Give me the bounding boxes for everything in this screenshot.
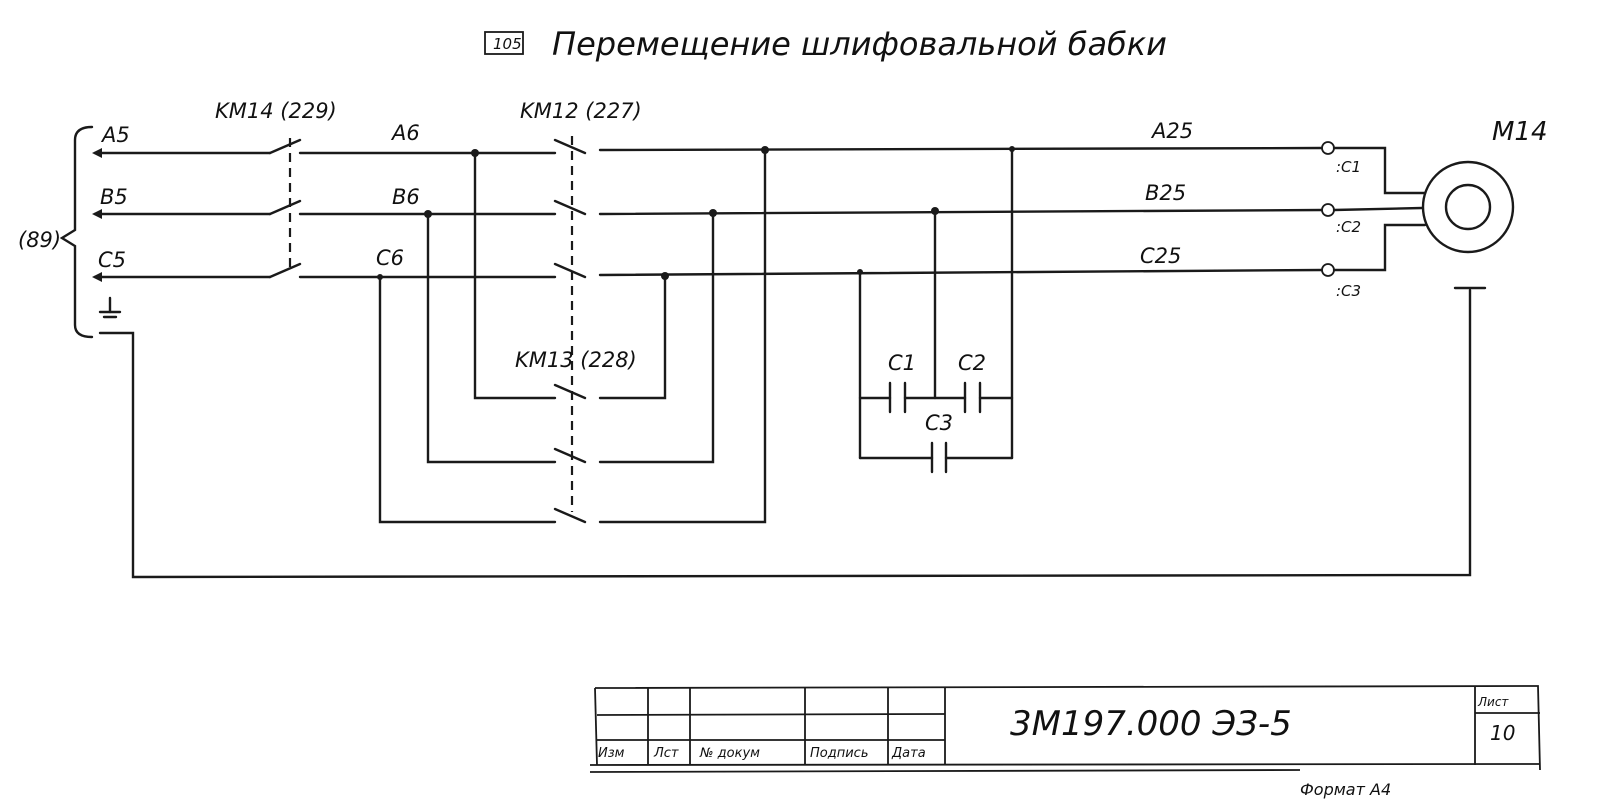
junction-dots [377,146,1015,280]
terminals [1321,141,1335,277]
label-a5: A5 [100,123,130,147]
title-block [589,685,1541,773]
ground-wire [98,286,1487,579]
motor-rotor-icon [1444,183,1492,231]
source-bracket [59,125,94,339]
diagram-title: Перемещение шлифовальной бабки [552,25,1167,63]
terminal-c2: :C2 [1336,218,1361,236]
motor-label: M14 [1492,117,1548,147]
km12-label: KM12 (227) [520,99,642,123]
format-label: Формат А4 [1300,780,1391,799]
label-a25: A25 [1150,119,1193,143]
tb-header-list: Лст [653,746,679,761]
sheet-ref: 105 [493,35,522,53]
km13-wiring [378,148,767,524]
motor-m14-icon [1421,160,1515,254]
source-ref: (89) [18,228,61,252]
label-a6: A6 [390,121,420,145]
label-c5: C5 [98,248,126,272]
sheet-ref-box [484,31,524,55]
tb-header-date: Дата [891,746,926,761]
tb-header-izm: Изм [598,746,625,761]
terminal-c1: :C1 [1336,158,1361,176]
tb-header-sign: Подпись [810,746,868,761]
capacitor-bank [858,147,1014,474]
tb-header-doc: № докум [699,746,760,761]
label-b25: B25 [1145,181,1186,205]
km14-label: KM14 (229) [215,99,337,123]
phase-lines [93,138,1324,279]
label-c6: C6 [376,246,404,270]
label-c25: C25 [1140,244,1181,268]
label-b6: B6 [392,185,420,209]
motor-leads [1332,146,1427,272]
sheet-label: Лист [1477,695,1509,709]
cap-c3-label: C3 [925,411,953,435]
cap-c2-label: C2 [958,351,986,375]
document-designation: 3М197.000 ЭЗ-5 [1010,704,1292,744]
sheet-number: 10 [1490,721,1515,745]
km13-label: KM13 (228) [515,348,637,372]
cap-c1-label: C1 [888,351,916,375]
terminal-c3: :C3 [1336,282,1361,300]
label-b5: B5 [100,185,128,209]
ground-symbol [98,296,122,319]
